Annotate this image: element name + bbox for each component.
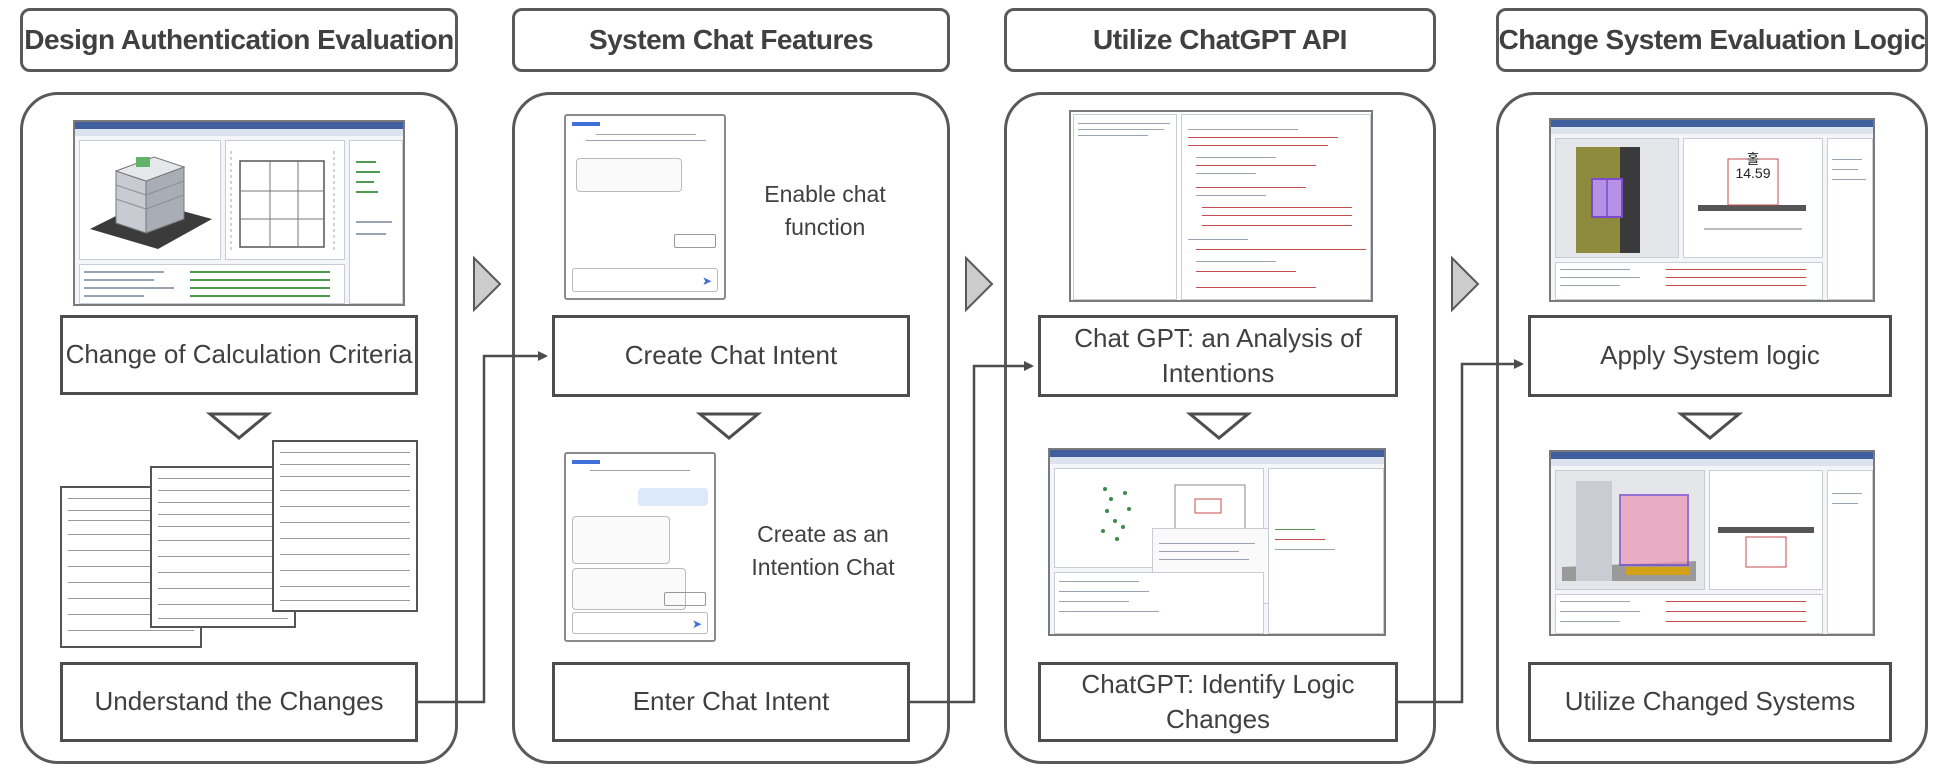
floor-plan-icon (230, 151, 335, 253)
header-design-authentication: Design Authentication Evaluation (20, 8, 458, 72)
next-step-arrow (965, 255, 994, 313)
box-enter-chat-intent: Enter Chat Intent (552, 662, 910, 742)
down-arrow (205, 412, 273, 440)
box-understand-the-changes: Understand the Changes (60, 662, 418, 742)
screenshot-bim-viewer (73, 120, 405, 306)
screenshot-applied-logic: 홀 14.59 (1549, 118, 1875, 302)
send-icon: ➤ (691, 617, 702, 631)
note-enable-chat: Enable chat function (764, 181, 886, 241)
header-evaluation-logic: Change System Evaluation Logic (1496, 8, 1928, 72)
changed-section-icon (1718, 527, 1814, 568)
down-arrow (1185, 412, 1253, 440)
connector-arrow (1398, 359, 1524, 704)
pink-opening-icon (1562, 481, 1696, 581)
box-chatgpt-identify-logic: ChatGPT: Identify Logic Changes (1038, 662, 1398, 742)
readout-label: 홀 (1746, 151, 1760, 167)
note-intention-chat: Create as an Intention Chat (751, 521, 895, 581)
wall-opening-icon (1576, 147, 1640, 253)
document-sheet-3 (272, 440, 418, 612)
box-apply-system-logic: Apply System logic (1528, 315, 1892, 397)
readout-value: 14.59 (1735, 165, 1771, 181)
next-step-arrow (1451, 255, 1480, 313)
next-step-arrow (473, 255, 502, 313)
send-icon: ➤ (701, 274, 712, 288)
down-arrow (1676, 412, 1744, 440)
down-arrow (695, 412, 763, 440)
connector-arrow (418, 351, 548, 704)
screenshot-analysis-result (1048, 448, 1386, 636)
box-chatgpt-analysis: Chat GPT: an Analysis of Intentions (1038, 315, 1398, 397)
screenshot-changed-system (1549, 450, 1875, 636)
box-change-of-calculation-criteria: Change of Calculation Criteria (60, 315, 418, 395)
chat-window-conversation: ➤ (564, 452, 716, 642)
header-chatgpt-api: Utilize ChatGPT API (1004, 8, 1436, 72)
section-view-icon (1698, 158, 1806, 230)
box-utilize-changed-systems: Utilize Changed Systems (1528, 662, 1892, 742)
document-sheet-2 (150, 466, 296, 628)
screenshot-code-editor (1069, 110, 1373, 302)
chat-window-empty: ➤ (564, 114, 726, 300)
connector-arrow (910, 361, 1034, 704)
box-create-chat-intent: Create Chat Intent (552, 315, 910, 397)
header-system-chat: System Chat Features (512, 8, 950, 72)
building-3d-icon (90, 156, 212, 249)
